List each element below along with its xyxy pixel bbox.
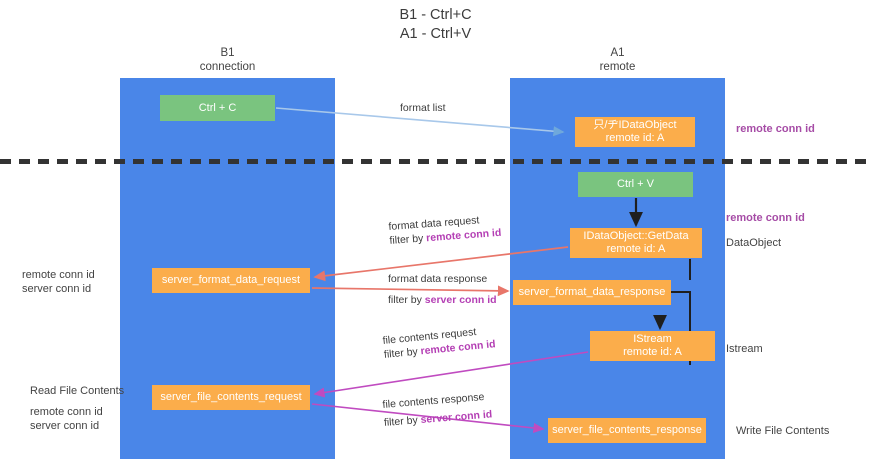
column-header-b1-name: B1 xyxy=(220,47,235,59)
title-line-1: B1 - Ctrl+C xyxy=(399,7,472,23)
annotation-dataobject: DataObject xyxy=(726,237,782,249)
phase-divider xyxy=(0,159,871,164)
node-server-file-contents-response[interactable]: server_file_contents_response xyxy=(548,418,706,443)
node-server-file-contents-request-label: server_file_contents_request xyxy=(160,391,302,403)
edge-label-file-contents-response-filter: filter by server conn id xyxy=(383,407,492,429)
annotation-left-conn-ids-1: remote conn id server conn id xyxy=(22,268,95,296)
column-header-a1-sub: remote xyxy=(599,60,636,73)
annotation-write-file-contents: Write File Contents xyxy=(736,425,830,437)
node-getdata-line2: remote id: A xyxy=(606,243,666,255)
node-server-file-contents-request[interactable]: server_file_contents_request xyxy=(152,385,310,410)
annotation-left-server-conn-id-2: server conn id xyxy=(30,420,100,432)
annotation-read-file-contents: Read File Contents xyxy=(30,385,125,397)
edge-label-format-data-response-filter: filter by server conn id xyxy=(388,293,497,307)
node-ctrl-c[interactable]: Ctrl + C xyxy=(160,95,275,121)
node-istream-line2: remote id: A xyxy=(623,346,682,358)
node-idataobject-line1: 只/ヂIDataObject xyxy=(593,119,677,131)
node-server-file-contents-response-label: server_file_contents_response xyxy=(552,424,702,436)
node-server-format-data-request-label: server_format_data_request xyxy=(161,274,301,286)
column-header-b1-sub: connection xyxy=(199,60,256,73)
annotation-left-remote-conn-id-2: remote conn id xyxy=(30,406,103,418)
annotation-left-server-conn-id-1: server conn id xyxy=(22,283,92,295)
page-title: B1 - Ctrl+C A1 - Ctrl+V xyxy=(0,6,871,44)
filter-key: remote conn id xyxy=(425,226,502,245)
edge-label-format-data-response-text: format data response xyxy=(388,273,488,285)
node-idataobject[interactable]: 只/ヂIDataObject remote id: A xyxy=(575,117,695,147)
column-header-b1: B1 connection xyxy=(150,47,305,74)
node-ctrl-c-label: Ctrl + C xyxy=(198,101,237,114)
edge-label-file-contents-request: file contents request filter by remote c… xyxy=(382,323,496,362)
filter-key: server conn id xyxy=(420,408,493,427)
edge-label-format-data-request: format data request filter by remote con… xyxy=(388,212,502,248)
node-server-format-data-response-label: server_format_data_response xyxy=(518,286,666,298)
annotation-istream: Istream xyxy=(726,343,763,355)
filter-key: server conn id xyxy=(424,294,497,306)
annotation-left-remote-conn-id-1: remote conn id xyxy=(22,269,95,281)
node-getdata-line1: IDataObject::GetData xyxy=(583,230,689,242)
filter-prefix: filter by xyxy=(383,345,422,361)
node-istream[interactable]: IStream remote id: A xyxy=(590,331,715,361)
filter-prefix: filter by xyxy=(388,294,425,306)
node-server-format-data-request[interactable]: server_format_data_request xyxy=(152,268,310,293)
node-istream-line1: IStream xyxy=(633,333,672,345)
title-line-2: A1 - Ctrl+V xyxy=(399,26,472,42)
filter-prefix: filter by xyxy=(383,414,422,429)
edge-label-format-list-text: format list xyxy=(400,102,446,114)
annotation-remote-conn-id-mid: remote conn id xyxy=(726,212,805,224)
edge-label-format-list: format list xyxy=(400,101,446,115)
node-server-format-data-response[interactable]: server_format_data_response xyxy=(513,280,671,305)
column-header-a1-name: A1 xyxy=(610,47,625,59)
filter-prefix: filter by xyxy=(389,232,427,247)
column-header-a1: A1 remote xyxy=(540,47,695,74)
node-ctrl-v-label: Ctrl + V xyxy=(617,178,654,190)
node-ctrl-v[interactable]: Ctrl + V xyxy=(578,172,693,197)
edge-label-format-data-response: format data response filter by server co… xyxy=(388,272,497,307)
annotation-left-conn-ids-2: Read File Contents remote conn id server… xyxy=(30,384,124,433)
edge-label-file-contents-response: file contents response filter by server … xyxy=(382,389,493,429)
node-idataobject-line2: remote id: A xyxy=(605,132,665,144)
node-idataobject-getdata[interactable]: IDataObject::GetData remote id: A xyxy=(570,228,702,258)
annotation-remote-conn-id-top: remote conn id xyxy=(736,123,815,135)
